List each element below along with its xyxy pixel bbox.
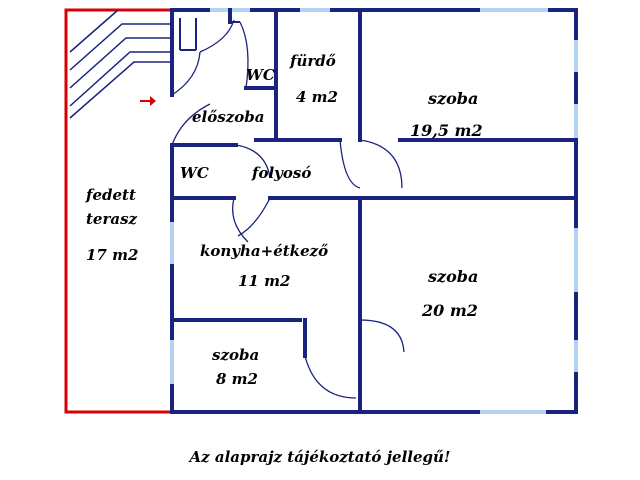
label-wc-top: WC [246,66,275,84]
label-room-bottom-right-area: 20 m2 [421,301,478,320]
label-room-bottom-right: szoba [427,267,478,286]
interior-walls [170,8,578,414]
stairs [69,9,170,119]
label-room-small: szoba [212,346,259,364]
label-room-top-right-area: 19,5 m2 [410,121,483,140]
label-hallway: folyosó [251,164,311,182]
label-terrace-line2: terasz [86,210,138,228]
label-kitchen-area: 11 m2 [238,272,290,290]
label-entrance: előszoba [192,108,264,126]
label-kitchen: konyha+étkező [200,242,328,260]
label-room-small-area: 8 m2 [216,370,258,388]
disclaimer-note: Az alaprajz tájékoztató jellegű! [189,448,451,466]
label-terrace-area: 17 m2 [86,246,138,264]
doors [171,19,405,399]
label-room-top-right: szoba [427,89,478,108]
label-wc-left: WC [180,164,209,182]
entrance-arrow-icon [140,96,156,106]
label-bathroom-area: 4 m2 [296,88,338,106]
label-bathroom: fürdő [289,52,336,70]
label-terrace-line1: fedett [85,186,136,204]
